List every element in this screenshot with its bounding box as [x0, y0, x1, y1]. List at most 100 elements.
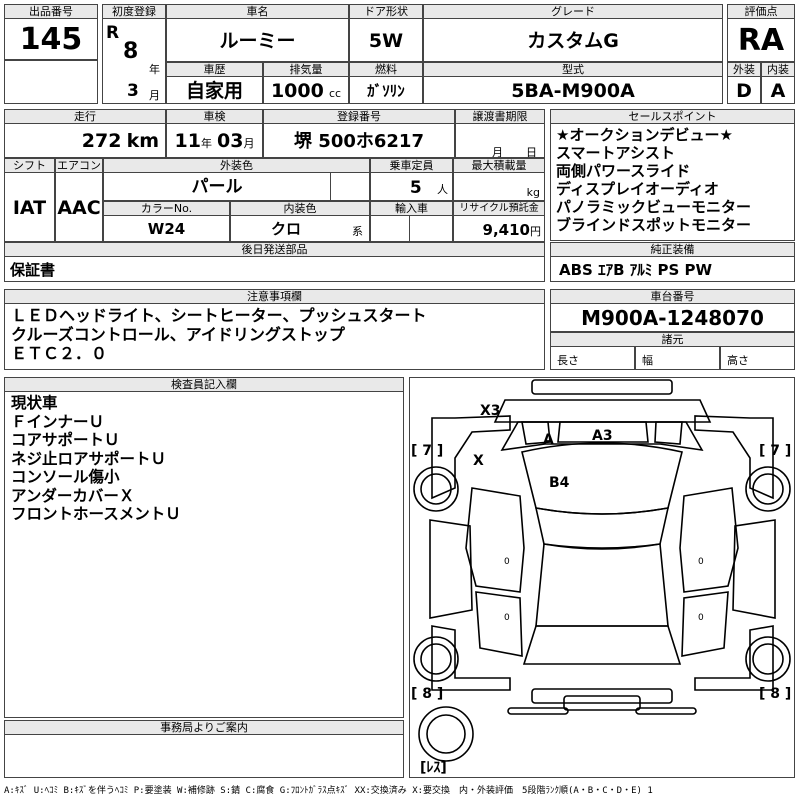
windshield-area	[500, 421, 704, 452]
recycle-fee-label: リサイクル預託金	[453, 201, 545, 216]
lot-number-blank	[4, 60, 98, 104]
shift: IAT	[4, 172, 55, 242]
rear-lamp-right	[635, 707, 697, 715]
chassis-label: 車台番号	[550, 289, 795, 304]
score-label: 評価点	[727, 4, 795, 19]
right-door-front	[679, 487, 739, 593]
damage-mark: X	[473, 453, 484, 469]
wheel-rear-left	[420, 643, 452, 675]
mileage-label: 走行	[4, 109, 166, 124]
wheel-rear-right	[752, 643, 784, 675]
recycle-fee: 9,410	[482, 221, 530, 239]
damage-mark: X3	[480, 403, 501, 419]
door-type-label: ドア形状	[349, 4, 423, 19]
spare-tire-status: [ﾚｽ]	[420, 760, 447, 776]
era: R	[106, 23, 120, 43]
rear-lamp-left	[507, 707, 569, 715]
vehicle-history: 自家用	[166, 76, 263, 104]
equipment-label: 純正装備	[550, 242, 795, 257]
deadline-month-unit: 月	[492, 146, 503, 158]
damage-mark: B4	[549, 475, 570, 491]
inspection-box: 11年 03月	[166, 123, 263, 158]
import-car-label: 輸入車	[370, 201, 453, 216]
spare-tire	[418, 706, 474, 762]
notes: ＬＥＤヘッドライト、シートヒーター、プッシュスタート クルーズコントロール、アイ…	[4, 303, 545, 370]
left-sill	[429, 519, 473, 619]
exterior-grade-label: 外装	[727, 62, 761, 77]
spare-wheel	[426, 714, 466, 754]
model-code: 5BA-M900A	[423, 76, 723, 104]
later-parts: 保証書	[4, 256, 545, 282]
plate-number: 堺 500ホ6217	[263, 123, 455, 158]
fuel: ｶﾞｿﾘﾝ	[349, 76, 423, 104]
capacity-label: 乗車定員	[370, 158, 453, 173]
right-rear-fender	[694, 625, 774, 691]
lot-number-label: 出品番号	[4, 4, 98, 19]
mileage-box: 272 km	[4, 123, 166, 158]
roof-mid	[534, 506, 670, 549]
first-registration-label: 初度登録	[102, 4, 166, 19]
roof-front	[521, 442, 683, 515]
body-color: パール	[191, 177, 243, 197]
recycle-fee-box: 9,410円	[453, 215, 545, 242]
selling-points-label: セールスポイント	[550, 109, 795, 124]
rear-gate	[563, 695, 641, 711]
max-load-label: 最大積載量	[453, 158, 545, 173]
left-rear-handle: 0	[504, 613, 510, 623]
wheel-front-right	[752, 473, 784, 505]
legend: A:ｷｽﾞ U:ﾍｺﾐ B:ｷｽﾞを伴うﾍｺﾐ P:要塗装 W:補修跡 S:錆 …	[4, 786, 653, 796]
inspector-notes: 現状車 ＦインナーＵ コアサポートＵ ネジ止ロアサポートＵ コンソール傷小 アン…	[4, 391, 404, 718]
tire-front-left	[413, 466, 459, 512]
left-front-handle: 0	[504, 557, 510, 567]
km-unit: km	[126, 130, 159, 152]
width-cell: 幅	[635, 346, 720, 370]
office-label: 事務局よりご案内	[4, 720, 404, 735]
max-load-box: kg	[453, 172, 545, 201]
right-front-fender	[694, 415, 774, 500]
inspection-label: 車検	[166, 109, 263, 124]
inspector-label: 検査員記入欄	[4, 377, 404, 392]
model-code-label: 型式	[423, 62, 723, 77]
interior-color-box: クロ 系	[230, 215, 370, 242]
cc-unit: cc	[328, 87, 342, 100]
capacity-box: 5 人	[370, 172, 453, 201]
rear-bumper	[531, 688, 673, 704]
inspection-month: 03	[217, 130, 244, 152]
tire-front-right-tread: [ 7 ]	[759, 443, 791, 459]
damage-diagram: 0 0 0 0 [ 7 ] [ 7 ] [ 8 ] [ 8 ] [ﾚｽ] X3 …	[409, 377, 795, 778]
interior-color-unit: 系	[352, 225, 363, 238]
tire-rear-right-tread: [ 8 ]	[759, 686, 791, 702]
wheel-front-left	[420, 473, 452, 505]
transfer-deadline-box: 月 日	[455, 123, 545, 158]
capacity: 5	[409, 178, 422, 198]
aircon-label: エアコン	[55, 158, 103, 173]
body-color-divider	[330, 173, 331, 200]
left-front-fender	[431, 415, 511, 500]
mileage: 272	[81, 130, 122, 152]
first-registration-box: R 8 年 3 月	[102, 18, 166, 104]
rear-glass	[522, 625, 682, 665]
right-sill	[732, 519, 776, 619]
displacement: 1000	[270, 80, 324, 102]
equipment: ABS ｴｱB ｱﾙﾐ PS PW	[550, 256, 795, 282]
inspection-year-unit: 年	[200, 137, 212, 150]
interior-grade: A	[761, 76, 795, 104]
month-unit: 月	[149, 89, 160, 102]
tire-front-right	[745, 466, 791, 512]
import-car-divider	[409, 216, 410, 241]
chassis-number: M900A-1248070	[550, 303, 795, 332]
tire-rear-left-tread: [ 8 ]	[411, 686, 443, 702]
tire-rear-left	[413, 636, 459, 682]
left-door-rear	[475, 591, 523, 657]
load-unit: kg	[526, 186, 540, 199]
height-cell: 高さ	[720, 346, 795, 370]
interior-grade-label: 内装	[761, 62, 795, 77]
notes-label: 注意事項欄	[4, 289, 545, 304]
model-name: ルーミー	[166, 18, 349, 62]
length-cell: 長さ	[550, 346, 635, 370]
damage-mark: A	[543, 432, 554, 448]
plate-label: 登録番号	[263, 109, 455, 124]
wiper-right	[654, 421, 683, 445]
aircon: AAC	[55, 172, 103, 242]
right-front-handle: 0	[698, 557, 704, 567]
